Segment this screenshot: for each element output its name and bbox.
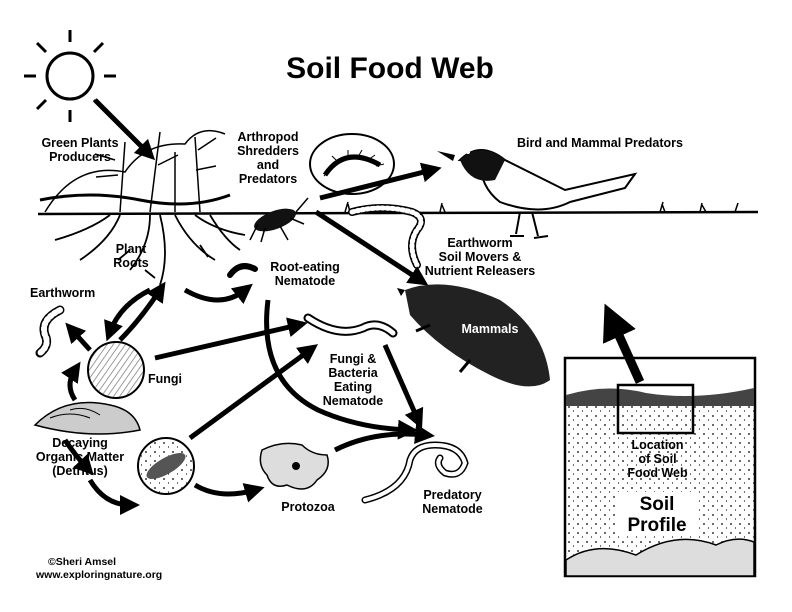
credit-author: ©Sheri Amsel xyxy=(48,556,117,568)
label-fungi: Fungi xyxy=(148,372,183,386)
beetle-icon xyxy=(249,197,309,243)
fungi-bacteria-nematode-icon xyxy=(303,313,398,338)
label-arthropod: Arthropod Shredders and Predators xyxy=(237,130,299,186)
food-web-arrows xyxy=(61,98,645,515)
label-birds: Birds xyxy=(509,174,541,188)
sun-icon xyxy=(24,30,116,122)
bacteria-icon xyxy=(137,437,195,495)
predatory-nematode-icon xyxy=(361,441,469,504)
fungi-icon xyxy=(87,341,145,399)
label-plant-roots: Plant Roots xyxy=(113,242,149,270)
credit-website: www.exploringnature.org xyxy=(36,569,163,581)
label-predatory-nematode: Predatory Nematode xyxy=(422,488,483,516)
mole-icon xyxy=(397,284,550,387)
root-eating-nematode-icon xyxy=(227,263,258,278)
label-green-plants: Green Plants Producers xyxy=(41,136,119,164)
millipede-icon xyxy=(309,133,395,195)
page-title: Soil Food Web xyxy=(286,52,494,85)
label-soil-profile: Soil Profile xyxy=(627,494,687,536)
label-location-soil-food-web: Location of Soil Food Web xyxy=(627,438,688,480)
bird-icon xyxy=(437,149,638,239)
label-root-eating-nematode: Root-eating Nematode xyxy=(270,260,340,288)
grass-tufts xyxy=(344,201,739,213)
label-bird-mammal-predators: Bird and Mammal Predators xyxy=(516,136,683,150)
label-decaying-organic-matter: Decaying Organic Matter (Detritus) xyxy=(35,436,125,478)
label-earthworm-movers: Earthworm Soil Movers & Nutrient Release… xyxy=(424,236,536,278)
label-fungi-bacteria-nematode: Fungi & Bacteria Eating Nematode xyxy=(322,352,384,408)
plant-roots xyxy=(54,214,246,286)
label-earthworm: Earthworm xyxy=(30,286,96,300)
protozoa-icon xyxy=(259,442,329,490)
detritus-icon xyxy=(33,401,141,435)
label-protozoa: Protozoa xyxy=(281,500,335,514)
label-mammals: Mammals xyxy=(461,322,519,336)
soil-profile-box xyxy=(563,356,757,578)
